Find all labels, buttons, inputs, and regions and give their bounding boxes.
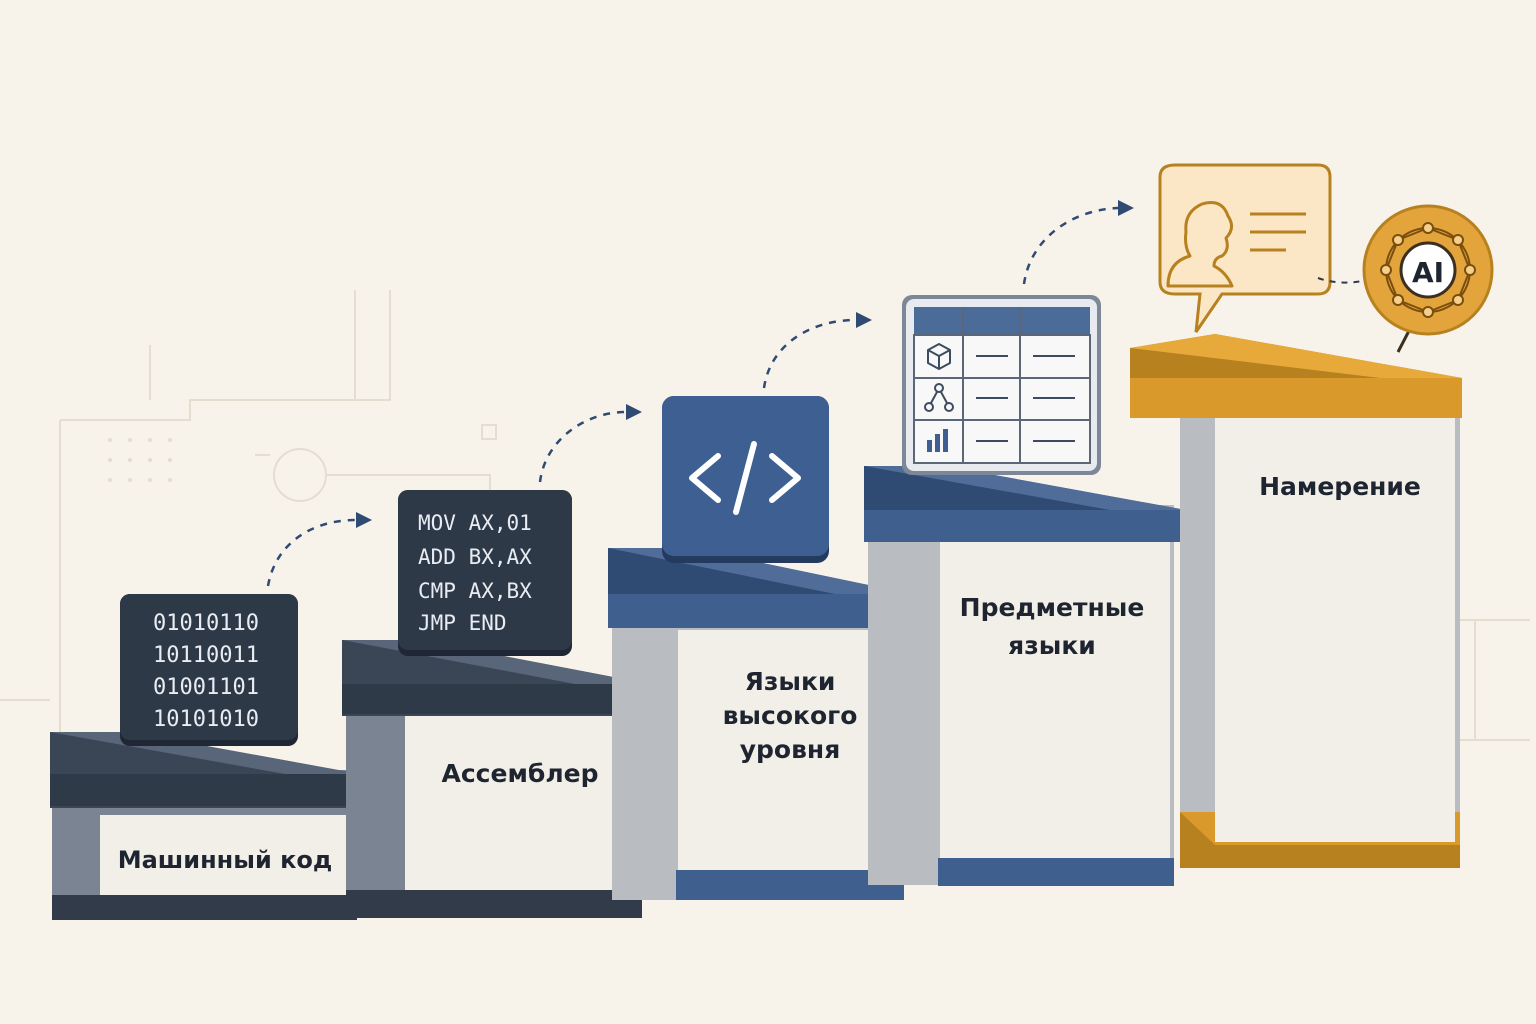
step-label-line: уровня (740, 735, 841, 764)
arrow-4 (1022, 206, 1119, 285)
step-label-line: языки (1008, 631, 1096, 660)
binary-line: 01010110 (153, 611, 259, 636)
assembler-line: CMP AX,BX (418, 579, 532, 603)
step-high-level-languages: Языки высокого уровня (608, 548, 912, 900)
code-brackets-card (662, 396, 829, 563)
code-brackets-icon (689, 441, 801, 515)
progress-arrows (266, 206, 1119, 587)
arrow-1 (266, 518, 357, 587)
arrowhead (856, 312, 872, 328)
binary-code-card: 01010110 10110011 01001101 10101010 (120, 594, 298, 746)
binary-line: 10110011 (153, 643, 259, 668)
step-domain-specific-languages: Предметные языки (864, 466, 1186, 886)
bar-chart-icon (927, 429, 948, 452)
assembler-line: MOV AX,01 (418, 511, 532, 535)
step-label: Ассемблер (442, 759, 599, 788)
cube-icon (927, 343, 951, 370)
step-label: Намерение (1259, 472, 1421, 501)
arrowheads (356, 200, 1134, 528)
ai-network-badge: AI (1362, 204, 1494, 353)
step-label-line: Предметные (960, 593, 1145, 622)
background-dots (108, 438, 172, 482)
assembler-line: JMP END (418, 611, 507, 635)
assembler-code-card: MOV AX,01 ADD BX,AX CMP AX,BX JMP END (398, 490, 572, 656)
step-label: Машинный код (118, 846, 333, 874)
step-label-line: Языки (745, 667, 836, 696)
step-assembler: Ассемблер (342, 640, 650, 918)
dsl-table-card (902, 295, 1101, 475)
arrowhead (356, 512, 372, 528)
arrow-3 (762, 318, 857, 389)
ai-badge-label: AI (1412, 256, 1444, 289)
step-machine-code: Машинный код (50, 732, 360, 920)
connector-dashed (1317, 277, 1369, 284)
step-intent: Намерение (1130, 334, 1462, 868)
person-chat-bubble-icon (1158, 163, 1332, 333)
arrowhead (1118, 200, 1134, 216)
arrowhead (626, 404, 642, 420)
step-label-line: высокого (723, 701, 858, 730)
graph-icon (924, 383, 954, 412)
arrow-2 (538, 410, 627, 483)
binary-line: 10101010 (153, 707, 259, 732)
assembler-line: ADD BX,AX (418, 545, 532, 569)
binary-line: 01001101 (153, 675, 259, 700)
